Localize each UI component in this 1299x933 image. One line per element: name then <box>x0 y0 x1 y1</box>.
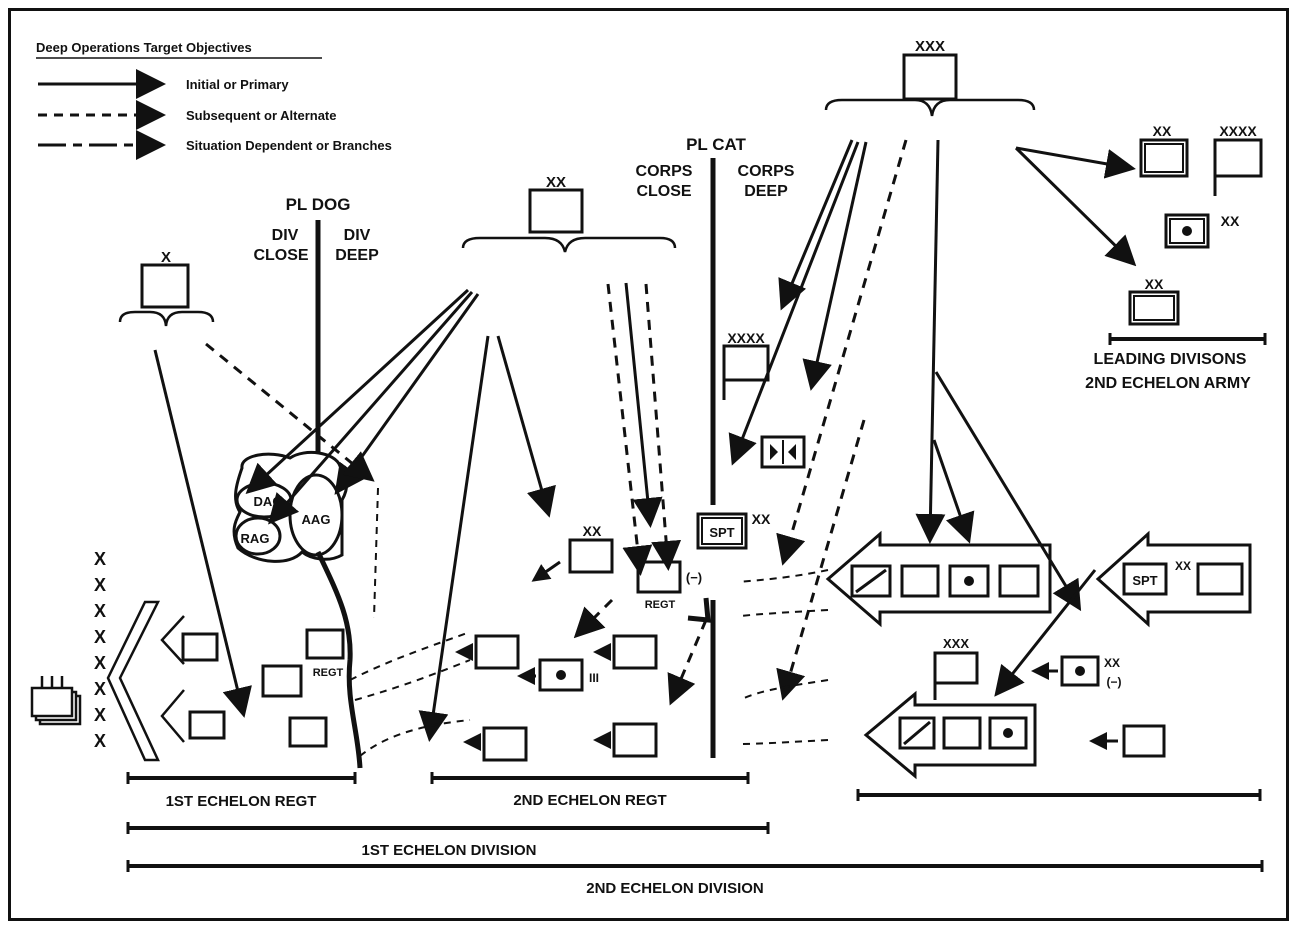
svg-text:XX: XX <box>1153 123 1172 139</box>
svg-text:X: X <box>94 731 106 751</box>
corps-hq: XXX <box>826 38 1034 116</box>
svg-text:2ND ECHELON ARMY: 2ND ECHELON ARMY <box>1085 375 1251 392</box>
svg-text:XX: XX <box>1175 559 1191 573</box>
pl-dog-label: PL DOG <box>286 195 351 214</box>
brigade-hq: X <box>120 249 213 326</box>
svg-text:XX: XX <box>583 523 602 539</box>
echelon-brackets <box>128 772 1262 872</box>
svg-text:X: X <box>94 627 106 647</box>
svg-text:RAG: RAG <box>241 531 270 546</box>
svg-text:XXX: XXX <box>915 38 945 55</box>
second-echelon-division-label: 2ND ECHELON DIVISION <box>586 880 764 897</box>
svg-text:X: X <box>94 653 106 673</box>
first-echelon-division-label: 1ST ECHELON DIVISION <box>361 842 536 859</box>
svg-text:DAG: DAG <box>254 494 283 509</box>
first-echelon-regt-label: 1ST ECHELON REGT <box>166 793 317 810</box>
svg-text:XX: XX <box>1104 656 1120 670</box>
legend-item-primary: Initial or Primary <box>186 77 289 92</box>
support-arrow <box>1098 534 1250 624</box>
svg-text:X: X <box>161 249 171 266</box>
svg-text:SPT: SPT <box>709 525 734 540</box>
svg-text:(−): (−) <box>686 570 702 585</box>
svg-text:III: III <box>589 671 599 685</box>
svg-text:X: X <box>94 601 106 621</box>
second-echelon-regt-label: 2ND ECHELON REGT <box>513 792 666 809</box>
advance-arrow-upper <box>828 534 1050 624</box>
svg-text:XX: XX <box>546 174 566 191</box>
legend-title: Deep Operations Target Objectives <box>36 40 252 55</box>
svg-text:REGT: REGT <box>645 599 676 611</box>
svg-text:REGT: REGT <box>313 667 344 679</box>
legend: Deep Operations Target Objectives Initia… <box>36 40 392 153</box>
svg-text:X: X <box>94 705 106 725</box>
svg-text:XX: XX <box>1221 213 1240 229</box>
front-chevrons <box>108 602 184 760</box>
svg-text:XXXX: XXXX <box>1219 123 1257 139</box>
svg-text:(−): (−) <box>1107 675 1122 689</box>
svg-text:X: X <box>94 575 106 595</box>
legend-item-situation: Situation Dependent or Branches <box>186 138 392 153</box>
svg-text:LEADING DIVISONS: LEADING DIVISONS <box>1094 351 1247 368</box>
unit-symbols <box>698 140 1261 548</box>
svg-text:XX: XX <box>1145 276 1164 292</box>
svg-text:X: X <box>94 679 106 699</box>
svg-text:XX: XX <box>752 511 771 527</box>
svg-text:SPT: SPT <box>1132 573 1157 588</box>
svg-text:XXXX: XXXX <box>727 330 765 346</box>
front-line-marks: X X X X X X X X <box>94 549 106 751</box>
svg-text:X: X <box>94 549 106 569</box>
leading-divisions-bracket: LEADING DIVISONS 2ND ECHELON ARMY <box>1085 333 1265 392</box>
svg-text:XXX: XXX <box>943 636 969 651</box>
stacked-units-icon <box>32 676 80 724</box>
svg-text:AAG: AAG <box>302 512 331 527</box>
echelon-label-set: XX XXXX XX XX XXXX SPT XX <box>709 123 1257 540</box>
artillery-groups: DAG AAG RAG <box>234 452 347 561</box>
legend-item-subsequent: Subsequent or Alternate <box>186 108 336 123</box>
pl-cat-label: PL CAT <box>686 135 746 154</box>
